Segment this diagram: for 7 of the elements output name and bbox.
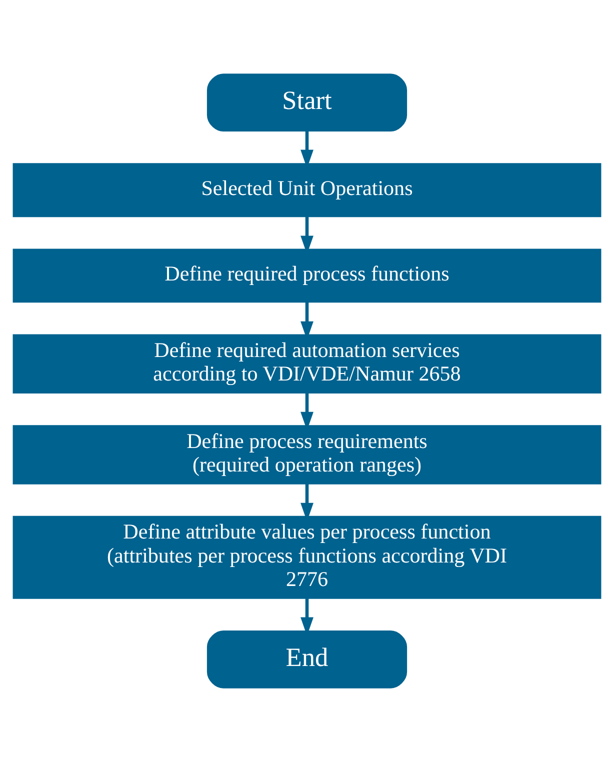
node-box: Define required process functions	[12, 248, 602, 303]
node-box: Define required automation services according to VDI/VDE/Namur 2658	[12, 334, 602, 394]
node-box: End	[206, 630, 408, 688]
node-box: Define attribute values per process function (attributes per process functions according VDI 2776	[12, 516, 602, 599]
node-box: Start	[206, 74, 408, 132]
node-box: Selected Unit Operations	[12, 163, 602, 218]
node-box: Define process requirements (required operation ranges)	[12, 425, 602, 484]
